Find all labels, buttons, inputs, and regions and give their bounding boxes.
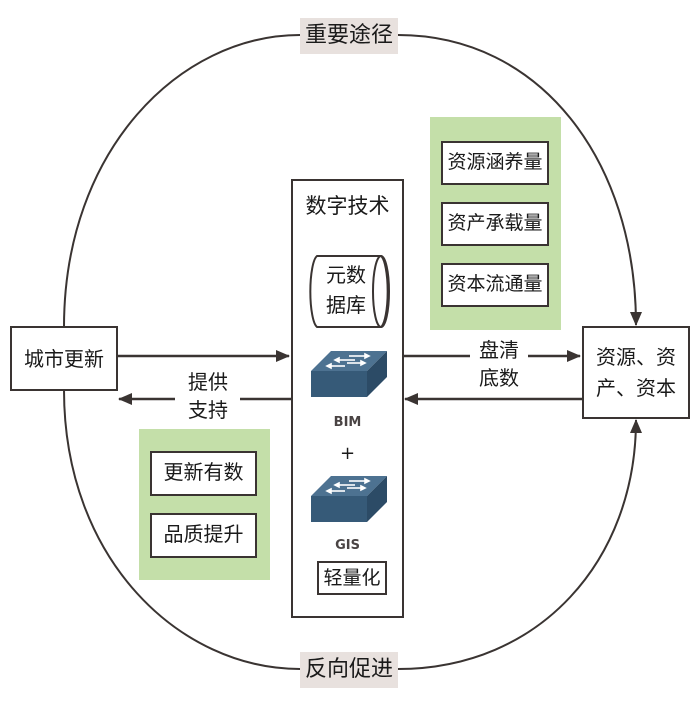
resources-node: 资源、资产、资本: [582, 326, 690, 419]
bottom-curve: [63, 389, 301, 670]
outcome-item: 更新有数: [150, 451, 257, 496]
plus-sign: +: [339, 443, 356, 464]
top-curve: [63, 34, 301, 328]
top-curve-right: [397, 34, 642, 326]
metric-item: 资源涵养量: [441, 141, 549, 185]
database-cylinder-icon: [309, 255, 390, 328]
provide-support-label: 提供支持: [180, 368, 236, 426]
gis-label: GIS: [335, 538, 360, 553]
clear-baseline-label: 盘清底数: [472, 336, 526, 394]
metadata-database: 元数据库: [307, 254, 392, 329]
resources-label: 资源、资产、资本: [596, 344, 676, 400]
outcome-item: 品质提升: [150, 513, 257, 558]
database-label: 元数据库: [326, 263, 366, 317]
bottom-path-label: 反向促进: [300, 652, 398, 688]
lightweight-label: 轻量化: [317, 561, 387, 595]
urban-renewal-label: 城市更新: [24, 346, 104, 371]
metric-item: 资本流通量: [441, 263, 549, 307]
top-path-label: 重要途径: [300, 18, 398, 54]
resource-metrics-panel: 资源涵养量 资产承载量 资本流通量: [430, 117, 561, 330]
bim-label: BIM: [333, 415, 362, 430]
renewal-outcomes-panel: 更新有数 品质提升: [139, 429, 270, 580]
urban-renewal-node: 城市更新: [10, 326, 118, 391]
bottom-curve-right: [397, 419, 642, 670]
digital-tech-container: 数字技术 元数据库 BIM + GIS 轻量化: [291, 179, 404, 618]
bim-switch-icon: [311, 351, 387, 397]
metric-item: 资产承载量: [441, 202, 549, 246]
gis-switch-icon: [311, 476, 387, 522]
digital-tech-title: 数字技术: [305, 194, 390, 218]
